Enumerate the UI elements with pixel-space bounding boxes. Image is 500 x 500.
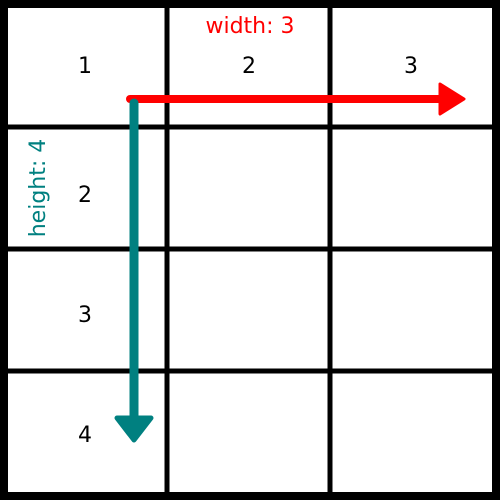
width-label: width: 3: [205, 14, 294, 39]
col-number-2: 2: [242, 54, 256, 79]
col-number-3: 3: [404, 54, 418, 79]
height-arrow-head: [114, 415, 154, 443]
height-label: height: 4: [26, 139, 51, 238]
height-arrow: [114, 98, 154, 443]
row-number-3: 3: [78, 303, 92, 328]
col-number-1: 1: [78, 54, 92, 79]
width-arrow-head: [438, 82, 466, 116]
width-arrow: [126, 82, 466, 116]
row-number-4: 4: [78, 423, 92, 448]
row-number-2: 2: [78, 183, 92, 208]
